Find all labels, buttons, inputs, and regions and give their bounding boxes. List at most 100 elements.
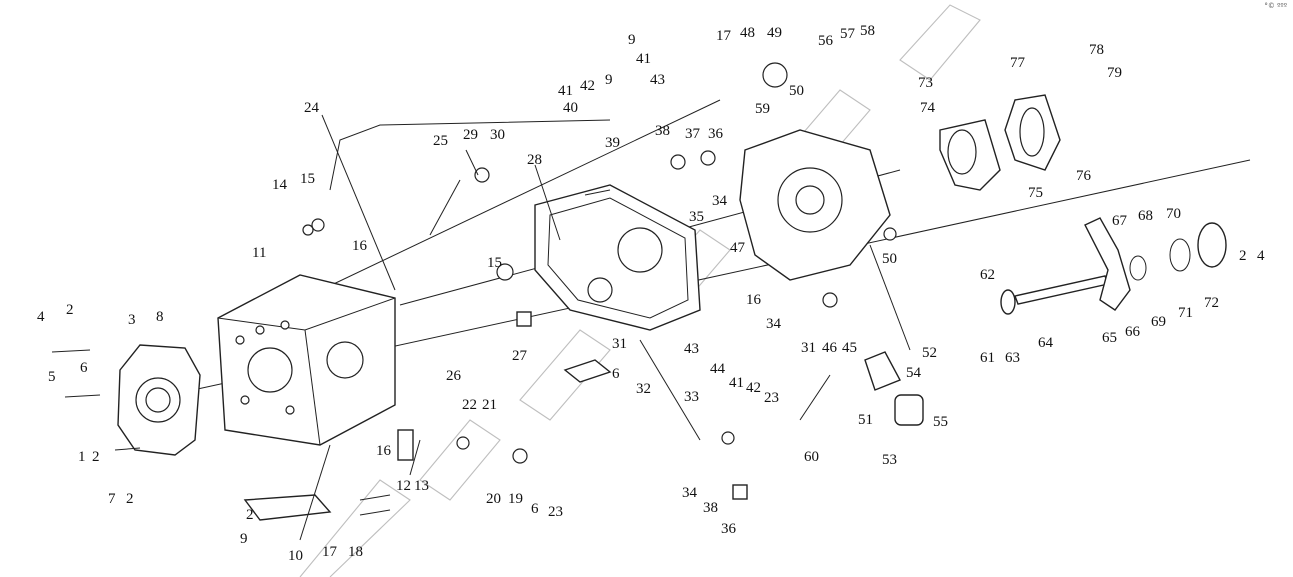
callout-50-repeat: 50 [882,251,897,267]
callout-41-repeat: 41 [558,83,573,99]
callout-61: 61 [980,350,995,366]
corner-mark: °© ººº [1264,2,1287,10]
flange-part-76 [1004,94,1061,171]
callout-2-repeat: 2 [246,507,254,523]
end-cover-part-72 [1129,222,1227,281]
callout-26: 26 [446,368,462,384]
callout-75: 75 [1028,185,1043,201]
bearing-housing-part-75 [939,119,1001,191]
front-cover-part-3 [117,344,201,456]
callout-36-repeat: 36 [721,521,737,537]
callout-labels-repeats: 2 2 2 2 4 6 6 17 9 9 15 16 16 23 34 34 3… [92,72,1265,560]
callout-2-repeat: 2 [126,491,134,507]
callout-78: 78 [1089,42,1104,58]
callout-77: 77 [1010,55,1026,71]
callout-3: 3 [128,312,136,328]
callout-64: 64 [1038,335,1054,351]
callout-7: 7 [108,491,116,507]
callout-41-repeat: 41 [729,375,744,391]
callout-41: 41 [636,51,651,67]
callout-2: 2 [66,302,74,318]
callout-labels: 1 2 3 4 5 6 7 8 9 10 11 12 13 14 15 16 1… [37,23,1219,564]
callout-55: 55 [933,414,948,430]
callout-16: 16 [352,238,368,254]
callout-32: 32 [636,381,651,397]
callout-21: 21 [482,397,497,413]
callout-15-repeat: 15 [487,255,502,271]
callout-43-repeat: 43 [684,341,699,357]
callout-42: 42 [580,78,595,94]
shaft-part-64 [1000,275,1109,315]
callout-4-repeat: 4 [1257,248,1265,264]
callout-38: 38 [655,123,670,139]
callout-5: 5 [48,369,56,385]
leader-lines [299,114,911,541]
callout-9: 9 [628,32,636,48]
callout-73: 73 [918,75,933,91]
callout-17: 17 [716,28,732,44]
callout-72: 72 [1204,295,1219,311]
callout-79: 79 [1107,65,1122,81]
intermediate-housing-part-28 [534,184,701,331]
callout-40: 40 [563,100,578,116]
callout-20: 20 [486,491,501,507]
callout-31: 31 [612,336,627,352]
callout-16-repeat: 16 [746,292,762,308]
valve-part-53 [864,351,924,426]
callout-24: 24 [304,100,320,116]
callout-9-repeat: 9 [605,72,613,88]
callout-30: 30 [490,127,505,143]
callout-56: 56 [818,33,834,49]
callout-66: 66 [1125,324,1141,340]
callout-69: 69 [1151,314,1166,330]
callout-34-repeat: 34 [682,485,698,501]
main-housing-part-11 [217,274,396,446]
callout-57: 57 [840,26,856,42]
callout-62: 62 [980,267,995,283]
callout-1: 1 [78,449,86,465]
callout-51: 51 [858,412,873,428]
callout-36: 36 [708,126,724,142]
callout-31-repeat: 31 [801,340,816,356]
callout-49: 49 [767,25,782,41]
callout-33: 33 [684,389,699,405]
callout-53: 53 [882,452,897,468]
callout-12: 12 [396,478,411,494]
callout-22: 22 [462,397,477,413]
callout-70: 70 [1166,206,1181,222]
callout-38-repeat: 38 [703,500,718,516]
callout-6: 6 [80,360,88,376]
callout-13: 13 [414,478,429,494]
callout-19: 19 [508,491,523,507]
callout-52: 52 [922,345,937,361]
callout-48: 48 [740,25,755,41]
callout-4: 4 [37,309,45,325]
callout-14: 14 [272,177,288,193]
callout-18: 18 [348,544,363,560]
callout-34-repeat: 34 [766,316,782,332]
callout-63: 63 [1005,350,1020,366]
shift-fork-part-65 [1084,217,1131,311]
callout-71: 71 [1178,305,1193,321]
callout-60: 60 [804,449,819,465]
callout-39: 39 [605,135,620,151]
callout-47: 47 [730,240,746,256]
callout-59: 59 [755,101,770,117]
callout-76: 76 [1076,168,1092,184]
callout-45: 45 [842,340,857,356]
pipes [329,119,831,421]
callout-8: 8 [156,309,164,325]
callout-23: 23 [548,504,563,520]
callout-29: 29 [463,127,478,143]
callout-15: 15 [300,171,315,187]
callout-34: 34 [712,193,728,209]
callout-54: 54 [906,365,922,381]
callout-37: 37 [685,126,701,142]
callout-28: 28 [527,152,542,168]
callout-23-repeat: 23 [764,390,779,406]
callout-17-repeat: 17 [322,544,338,560]
callout-2-repeat: 2 [92,449,100,465]
callout-27: 27 [512,348,528,364]
callout-25: 25 [433,133,448,149]
